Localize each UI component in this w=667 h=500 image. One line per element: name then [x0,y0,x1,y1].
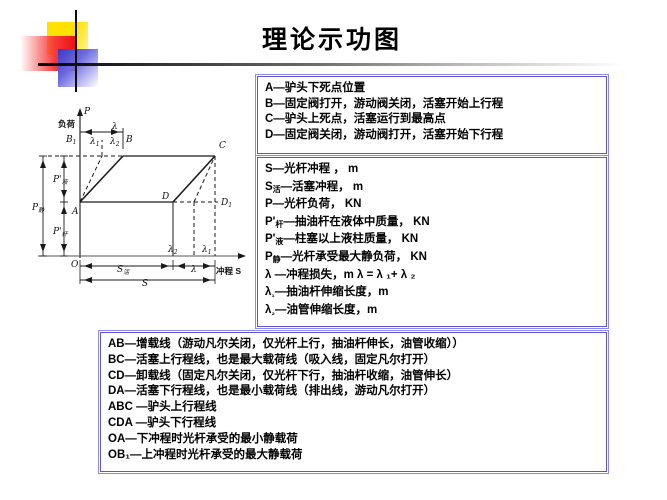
left-Pye-label: P'液 [52,175,69,186]
symbol-subscript: 活 [272,184,281,194]
bottom-lambda-label: λ [190,265,197,275]
segment-definition-line: BC—活塞上行程线，也是最大载荷线（吸入线，固定凡尔打开） [108,353,436,366]
left-Pgan-label: P'杆 [52,227,69,238]
bottom-lambda1-label: λ1 [201,245,212,256]
point-definition-line: D—固定阀关闭，游动阀打开，活塞开始下行程 [265,128,504,141]
dynamometer-card-diagram: P λ λ1 λ2 B1 B C D D1 A P静 P'液 P'杆 O S活 … [18,104,256,290]
symbol-definition-line: P—光杆负荷， KN [265,197,599,215]
symbol-text: —冲程损失，m λ = λ ₁+ λ ₂ [271,268,416,281]
symbol-subscript: 液 [275,237,284,247]
point-B1-label: B1 [65,135,76,146]
symbol: P [265,250,273,263]
symbol: S [265,163,273,175]
symbol-subscript: ₁ [271,290,275,300]
point-definition-line: A—驴头下死点位置 [265,82,366,94]
axis-x-label: 冲程 S [216,266,241,276]
symbol: λ [265,303,272,316]
symbol-text: —油管伸缩长度，m [274,303,378,316]
segment-definition-line: CDA —驴头下行程线 [108,416,217,429]
symbol-subscript: 杆 [275,219,284,229]
symbol-definitions-box: S—光杆冲程 ， m S活—活塞冲程， m P—光杆负荷， KN P'杆—抽油杆… [255,155,609,329]
title-underline-rule [38,63,623,66]
segment-definitions-box: AB—增载线（游动凡尔关闭，仅光杆上行，抽油杆伸长，油管收缩）） BC—活塞上行… [98,330,609,474]
symbol-text: —光杆负荷， KN [272,198,362,211]
symbol: λ [265,268,272,281]
top-lambda-label: λ [111,122,118,132]
decorative-squares-logo [0,0,140,100]
segment-definition-line: ABC —驴头上行程线 [108,401,217,414]
page-title: 理论示功图 [262,25,403,54]
axis-y-symbol: P [83,107,91,117]
bottom-S-label: S [142,279,148,289]
axis-origin-label: O [71,260,79,270]
bottom-lambda2-label: λ2 [167,245,178,256]
point-D1-label: D1 [220,198,232,209]
point-D-label: D [161,192,169,202]
symbol-definition-line: λ₁—抽油杆伸缩长度，m [265,285,599,303]
symbol-text: —抽油杆伸缩长度，m [274,286,389,299]
symbol-definition-line: S—光杆冲程 ， m [265,162,599,180]
segment-definition-line: OA—下冲程时光杆承受的最小静载荷 [108,432,298,445]
segment-definition-line: AB—增载线（游动凡尔关闭，仅光杆上行，抽油杆伸长，油管收缩）） [108,338,464,350]
bottom-Shuo-label: S活 [117,265,130,276]
top-lambda1-label: λ1 [89,137,100,148]
symbol: λ [265,286,272,299]
symbol-text: —光杆冲程 ， m [272,163,359,175]
point-C-label: C [219,141,226,151]
vertical-cross-line [75,10,77,92]
symbol: P' [265,215,276,228]
symbol-text: —抽油杆在液体中质量， KN [283,215,430,228]
symbol-text: —光杆承受最大静负荷， KN [280,250,427,263]
symbol-definition-line: P'液—柱塞以上液柱质量， KN [265,232,599,250]
symbol-definition-line: λ —冲程损失，m λ = λ ₁+ λ ₂ [265,268,599,286]
point-A-label: A [71,207,79,217]
point-definition-line: C—驴头上死点，活塞运行到最高点 [265,113,446,126]
point-definition-line: B—固定阀打开，游动阀关闭，活塞开始上行程 [265,97,504,110]
symbol-text: —活塞冲程， m [280,180,364,193]
left-Pjing-label: P静 [31,203,45,214]
symbol-text: —柱塞以上液柱质量， KN [283,233,419,246]
symbol-definition-line: P'杆—抽油杆在液体中质量， KN [265,215,599,233]
symbol: P' [265,233,276,246]
axis-y-label: 负荷 [58,119,76,129]
symbol-definition-line: P静—光杆承受最大静负荷， KN [265,250,599,268]
symbol-definition-line: S活—活塞冲程， m [265,180,599,198]
top-lambda2-label: λ2 [109,137,120,148]
symbol-definition-line: λ₂—油管伸缩长度，m [265,303,599,321]
segment-definition-line: DA—活塞下行程线，也是最小载荷线（排出线，游动凡尔打开） [108,385,436,398]
symbol-subscript: 静 [272,254,281,264]
segment-definition-line: OB₁—上冲程时光杆承受的最大静载荷 [108,448,303,461]
symbol: P [265,198,273,211]
point-definitions-box: A—驴头下死点位置 B—固定阀打开，游动阀关闭，活塞开始上行程 C—驴头上死点，… [255,74,609,156]
blue-square-icon [58,49,98,87]
symbol: S [265,180,273,193]
segment-definition-line: CD—卸载线（固定凡尔关闭，仅光杆下行，抽油杆收缩，油管伸长） [108,369,459,382]
symbol-subscript: ₂ [271,307,275,317]
point-B-label: B [125,135,133,145]
